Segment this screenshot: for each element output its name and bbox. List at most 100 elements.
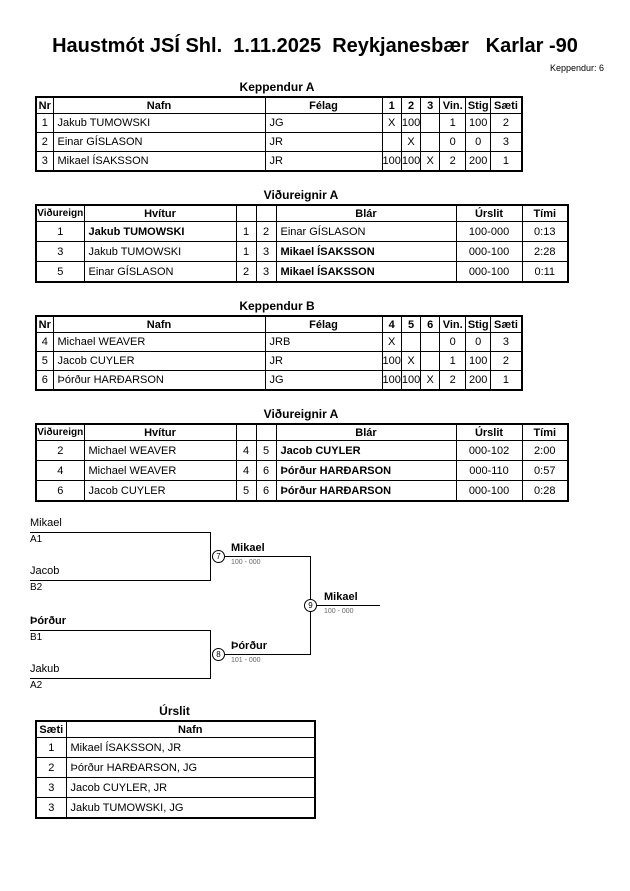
match-node-7: 7 [212,550,225,563]
cell-m1: 100 [381,351,402,371]
cell-place: 1 [35,737,67,758]
table-row: 1 Jakub TUMOWSKI 1 2 Einar GÍSLASON 100-… [35,221,569,242]
cell-place: 2 [490,351,523,371]
match-node-8: 8 [212,648,225,661]
col-nr: Nr [35,96,54,114]
cell-match-nr: 2 [35,440,85,461]
elimination-bracket: Mikael A1 Jacob B2 7 Mikael 100 - 000 Þó… [28,514,628,696]
cell-white-nr: 5 [235,480,257,502]
cell-m1: 100 [381,151,402,172]
table-row: 2 Michael WEAVER 4 5 Jacob CUYLER 000-10… [35,440,569,461]
results-title: Úrslit [159,704,190,718]
page-title: Haustmót JSÍ Shl. 1.11.2025 Reykjanesbær… [52,35,578,57]
cell-blue-nr: 6 [255,480,277,502]
cell-wins: 0 [439,332,467,352]
cell-name: Jacob CUYLER, JR [65,777,316,798]
cell-result: 100-000 [455,221,523,242]
col-match: Viðureign [35,423,85,441]
col-name: Nafn [52,315,266,333]
cell-name: Einar GÍSLASON [52,132,266,152]
col-white: Hvítur [83,204,237,222]
cell-match-nr: 6 [35,480,85,502]
header-row: Nr Nafn Félag 4 5 6 Vin. Stig Sæti [35,315,523,333]
cell-club: JR [264,351,383,371]
table-row: 2 Einar GÍSLASON JR X 0 0 3 [35,132,523,152]
cell-result: 000-100 [455,261,523,283]
cell-blue: Mikael ÍSAKSSON [275,241,457,262]
col-name: Nafn [65,720,316,738]
cell-place: 3 [490,332,523,352]
cell-white: Jakub TUMOWSKI [83,221,237,242]
pool-a-table: Nr Nafn Félag 1 2 3 Vin. Stig Sæti 1 Jak… [35,96,523,172]
table-row: 5 Jacob CUYLER JR 100 X 1 100 2 [35,351,523,371]
cell-club: JG [264,113,383,133]
cell-m1: 100 [381,370,402,391]
table-row: 1 Mikael ÍSAKSSON, JR [35,737,316,758]
cell-match-nr: 5 [35,261,85,283]
bracket-player: Mikael [30,517,62,529]
bracket-seed: A2 [30,680,43,691]
col-club: Félag [264,96,383,114]
col-m1: 4 [381,315,402,333]
table-row: 5 Einar GÍSLASON 2 3 Mikael ÍSAKSSON 000… [35,261,569,283]
col-place: Sæti [35,720,67,738]
cell-time: 0:57 [521,460,569,481]
col-points: Stig [465,315,492,333]
table-row: 6 Jacob CUYLER 5 6 Þórður HARÐARSON 000-… [35,480,569,502]
header-row: Viðureign Hvítur Blár Úrslit Tími [35,423,569,441]
col-blue: Blár [275,204,457,222]
bracket-line [225,556,310,557]
cell-blue: Jacob CUYLER [275,440,457,461]
cell-blue-nr: 6 [255,460,277,481]
cell-white-nr: 1 [235,221,257,242]
cell-m2: 100 [400,113,422,133]
cell-m2: X [400,351,422,371]
cell-white: Einar GÍSLASON [83,261,237,283]
bracket-winner: Þórður [231,640,268,652]
cell-points: 200 [465,370,492,391]
cell-points: 100 [465,113,492,133]
cell-name: Michael WEAVER [52,332,266,352]
cell-name: Þórður HARÐARSON [52,370,266,391]
cell-white-nr: 4 [235,460,257,481]
cell-blue: Þórður HARÐARSON [275,480,457,502]
cell-white-nr: 4 [235,440,257,461]
cell-blue: Þórður HARÐARSON [275,460,457,481]
cell-wins: 1 [439,113,467,133]
cell-m2: 100 [400,370,422,391]
cell-wins: 2 [439,370,467,391]
table-row: 3 Jacob CUYLER, JR [35,777,316,798]
cell-m2: 100 [400,151,422,172]
bracket-player: Jacob [30,565,60,577]
cell-time: 0:13 [521,221,569,242]
cell-white-nr: 2 [235,261,257,283]
header-row: Sæti Nafn [35,720,316,738]
bracket-seed: A1 [30,534,43,545]
col-club: Félag [264,315,383,333]
table-row: 4 Michael WEAVER 4 6 Þórður HARÐARSON 00… [35,460,569,481]
col-nr: Nr [35,315,54,333]
col-blue-nr [255,204,277,222]
cell-name: Mikael ÍSAKSSON [52,151,266,172]
cell-nr: 6 [35,370,54,391]
cell-blue-nr: 3 [255,261,277,283]
cell-name: Jacob CUYLER [52,351,266,371]
cell-m1: X [381,113,402,133]
cell-points: 100 [465,351,492,371]
cell-m3: X [420,370,441,391]
cell-club: JR [264,132,383,152]
matches-b-table: Viðureign Hvítur Blár Úrslit Tími 2 Mich… [35,423,569,502]
cell-nr: 4 [35,332,54,352]
cell-time: 0:11 [521,261,569,283]
cell-club: JRB [264,332,383,352]
results-table: Sæti Nafn 1 Mikael ÍSAKSSON, JR 2 Þórður… [35,720,316,819]
cell-place: 1 [490,370,523,391]
cell-m1: X [381,332,402,352]
table-row: 3 Jakub TUMOWSKI 1 3 Mikael ÍSAKSSON 000… [35,241,569,262]
cell-time: 2:00 [521,440,569,461]
bracket-score: 100 - 000 [324,608,354,615]
cell-place: 2 [490,113,523,133]
col-name: Nafn [52,96,266,114]
col-wins: Vin. [439,96,467,114]
